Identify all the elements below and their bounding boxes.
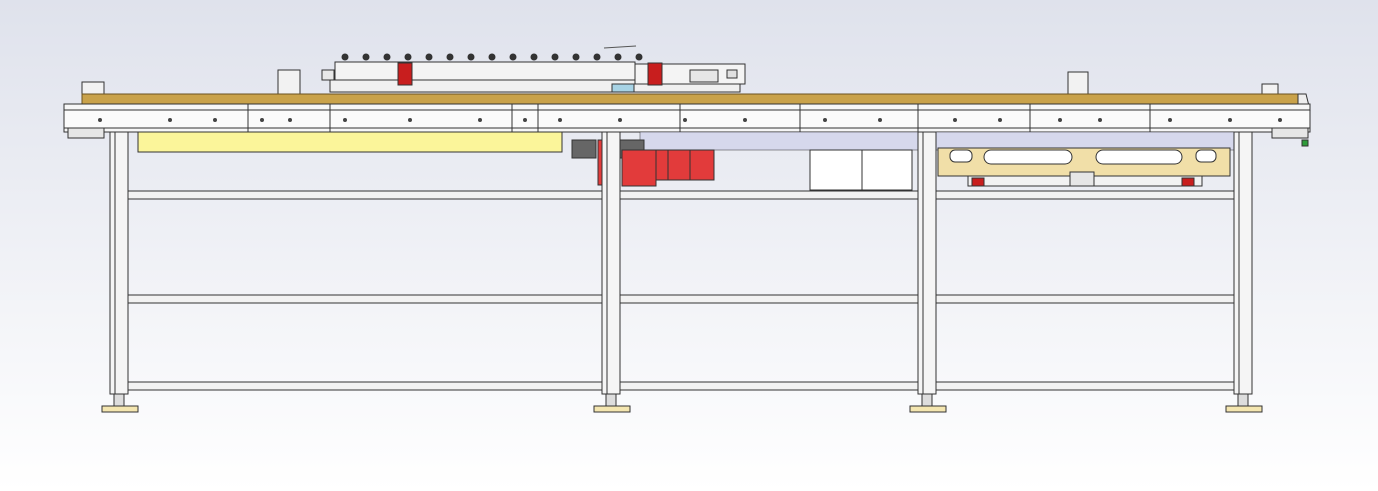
support-bracket: [937, 147, 1231, 187]
yellow-cover-panel: [137, 131, 563, 153]
under-panel: [639, 131, 1241, 151]
bolt-row-icon: [341, 53, 643, 61]
beam-hole-icons: [98, 118, 1282, 122]
end-caps: [67, 127, 1309, 147]
main-beam: [63, 103, 1311, 133]
frame-legs: [109, 131, 1253, 395]
foot-icon: [101, 393, 1263, 413]
control-box: [809, 149, 913, 191]
clamp-icon: [397, 62, 663, 86]
pressing-unit: [277, 45, 746, 99]
